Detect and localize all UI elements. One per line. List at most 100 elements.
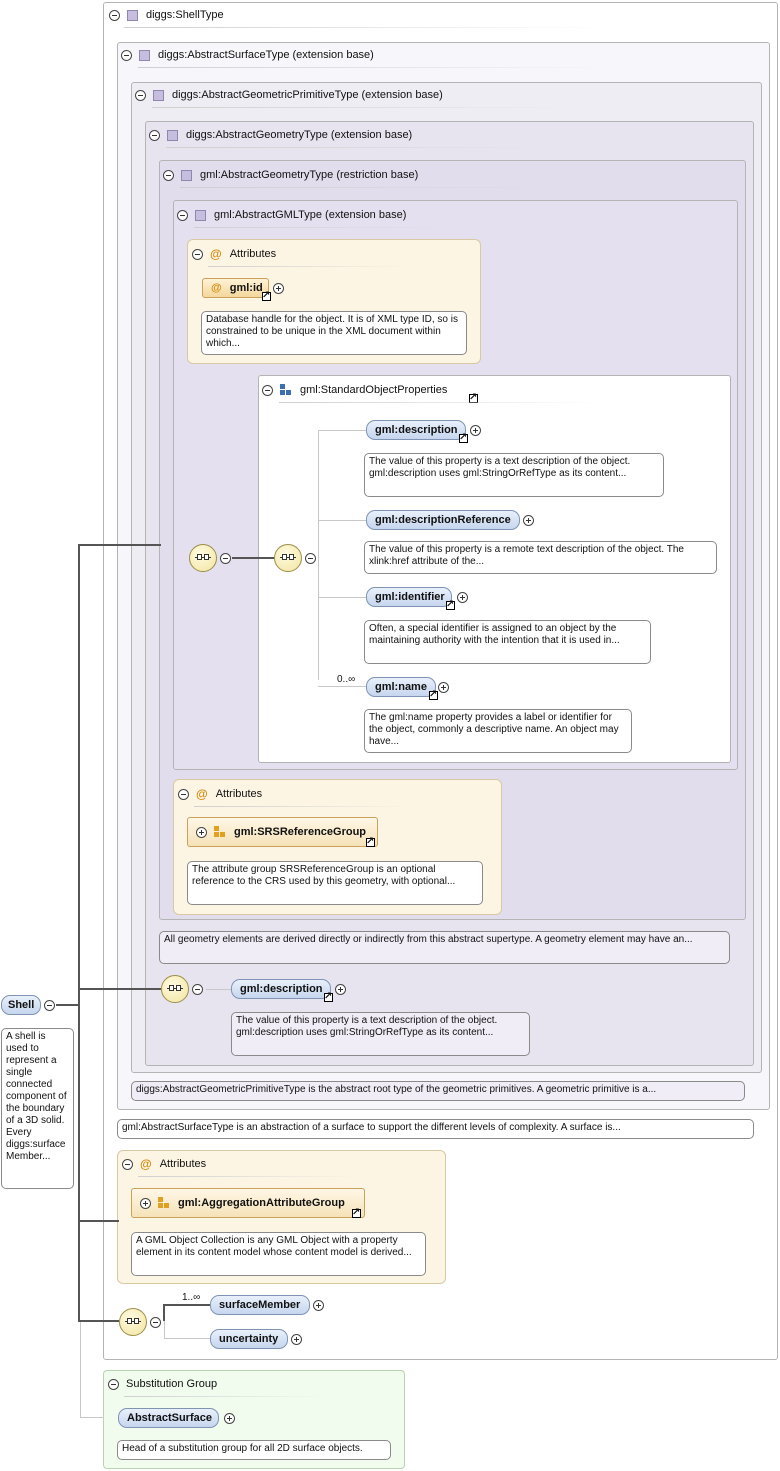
attribute-icon: @ (211, 282, 222, 294)
collapse-icon[interactable] (44, 1000, 55, 1011)
substitution-group-header[interactable]: Substitution Group (108, 1376, 217, 1392)
gml-description-reference-element[interactable]: gml:descriptionReference (366, 510, 520, 530)
attributes-label: Attributes (229, 248, 277, 260)
shell-type-title: diggs:ShellType (146, 9, 224, 21)
diggs-gml-description-doc: The value of this property is a text des… (231, 1012, 530, 1056)
diggs-abstract-geometry-header[interactable]: diggs:AbstractGeometryType (extension ba… (149, 127, 412, 143)
attributes-header[interactable]: @ Attributes (192, 246, 276, 262)
attributes-header[interactable]: @ Attributes (178, 786, 262, 802)
gml-description-doc: The value of this property is a text des… (364, 453, 664, 497)
gml-id-attribute[interactable]: @ gml:id (202, 278, 269, 298)
abstract-surface-element[interactable]: AbstractSurface (118, 1408, 219, 1428)
collapse-icon[interactable] (192, 248, 203, 260)
complex-type-icon (153, 89, 164, 101)
reference-link-icon[interactable] (324, 990, 333, 1004)
complex-type-icon (139, 49, 150, 61)
abstract-surface-element-doc: Head of a substitution group for all 2D … (117, 1440, 391, 1460)
complex-type-icon (195, 209, 206, 221)
standard-object-properties-title: gml:StandardObjectProperties (300, 384, 448, 396)
expand-icon[interactable] (523, 515, 534, 526)
collapse-icon[interactable] (135, 89, 146, 101)
gml-identifier-element[interactable]: gml:identifier (366, 587, 452, 607)
aggregation-attribute-group-doc: A GML Object Collection is any GML Objec… (131, 1232, 426, 1276)
shell-type-header[interactable]: diggs:ShellType (109, 7, 224, 23)
abstract-geometric-primitive-header[interactable]: diggs:AbstractGeometricPrimitiveType (ex… (135, 87, 443, 103)
srs-reference-group[interactable]: gml:SRSReferenceGroup (187, 817, 378, 847)
expand-icon[interactable] (335, 984, 346, 995)
collapse-icon[interactable] (220, 553, 231, 564)
collapse-icon[interactable] (262, 384, 273, 396)
expand-icon[interactable] (438, 682, 449, 693)
gml-id-doc: Database handle for the object. It is of… (201, 311, 467, 355)
reference-link-icon[interactable] (262, 289, 271, 303)
attributes-label: Attributes (215, 788, 263, 800)
gml-abstract-gml-title: gml:AbstractGMLType (extension base) (214, 209, 407, 221)
gml-description-element[interactable]: gml:description (366, 420, 466, 440)
sequence-compositor[interactable] (119, 1308, 147, 1336)
complex-type-icon (181, 169, 192, 181)
expand-icon[interactable] (140, 1197, 151, 1209)
collapse-icon[interactable] (108, 1378, 119, 1390)
abstract-surface-title: diggs:AbstractSurfaceType (extension bas… (158, 49, 374, 61)
reference-link-icon[interactable] (446, 598, 455, 612)
sequence-icon (125, 1317, 141, 1327)
reference-link-icon[interactable] (352, 1206, 361, 1220)
collapse-icon[interactable] (121, 49, 132, 61)
expand-icon[interactable] (313, 1300, 324, 1311)
reference-link-icon[interactable] (459, 431, 468, 445)
sequence-compositor[interactable] (161, 975, 189, 1003)
standard-object-properties-header[interactable]: gml:StandardObjectProperties (262, 382, 447, 398)
gml-description-reference-doc: The value of this property is a remote t… (364, 541, 717, 574)
diggs-abstract-geometry-title: diggs:AbstractGeometryType (extension ba… (186, 129, 413, 141)
collapse-icon[interactable] (192, 984, 203, 995)
reference-link-icon[interactable] (429, 688, 438, 702)
srs-reference-group-label: gml:SRSReferenceGroup (234, 826, 367, 838)
surface-member-occurrence: 1..∞ (182, 1292, 201, 1303)
attributes-header[interactable]: @ Attributes (122, 1156, 206, 1172)
collapse-icon[interactable] (122, 1158, 133, 1170)
collapse-icon[interactable] (163, 169, 174, 181)
uncertainty-element[interactable]: uncertainty (210, 1329, 288, 1349)
gml-abstract-geometry-title: gml:AbstractGeometryType (restriction ba… (200, 169, 419, 181)
collapse-icon[interactable] (305, 553, 316, 564)
sequence-compositor[interactable] (189, 544, 217, 572)
gml-name-element[interactable]: gml:name (366, 677, 436, 697)
diggs-gml-description-element[interactable]: gml:description (231, 979, 331, 999)
shell-element[interactable]: Shell (1, 995, 41, 1015)
complex-type-icon (167, 129, 178, 141)
gml-name-occurrence: 0..∞ (337, 674, 356, 685)
abstract-surface-doc: gml:AbstractSurfaceType is an abstractio… (117, 1119, 754, 1139)
expand-icon[interactable] (457, 592, 468, 603)
gml-name-doc: The gml:name property provides a label o… (364, 709, 632, 753)
expand-icon[interactable] (196, 826, 207, 838)
gml-abstract-gml-header[interactable]: gml:AbstractGMLType (extension base) (177, 207, 406, 223)
collapse-icon[interactable] (177, 209, 188, 221)
collapse-icon[interactable] (109, 9, 120, 21)
surface-member-element[interactable]: surfaceMember (210, 1295, 310, 1315)
attribute-group-icon (214, 826, 226, 838)
attributes-label: Attributes (159, 1158, 207, 1170)
sequence-icon (167, 984, 183, 994)
collapse-icon[interactable] (149, 129, 160, 141)
complex-type-icon (127, 9, 138, 21)
abstract-geometric-primitive-doc: diggs:AbstractGeometricPrimitiveType is … (131, 1081, 745, 1101)
sequence-icon (280, 553, 296, 563)
expand-icon[interactable] (224, 1413, 235, 1424)
aggregation-attribute-group[interactable]: gml:AggregationAttributeGroup (131, 1188, 365, 1218)
shell-doc: A shell is used to represent a single co… (1, 1028, 74, 1189)
abstract-surface-header[interactable]: diggs:AbstractSurfaceType (extension bas… (121, 47, 374, 63)
attribute-group-icon (158, 1197, 170, 1209)
substitution-group-title: Substitution Group (126, 1378, 218, 1390)
expand-icon[interactable] (470, 425, 481, 436)
expand-icon[interactable] (273, 283, 284, 294)
expand-icon[interactable] (291, 1334, 302, 1345)
reference-link-icon[interactable] (366, 835, 375, 849)
model-group-icon (280, 384, 292, 396)
sequence-compositor[interactable] (274, 544, 302, 572)
gml-abstract-geometry-header[interactable]: gml:AbstractGeometryType (restriction ba… (163, 167, 418, 183)
attribute-icon: @ (210, 247, 222, 261)
collapse-icon[interactable] (150, 1317, 161, 1328)
collapse-icon[interactable] (178, 788, 189, 800)
aggregation-attribute-group-label: gml:AggregationAttributeGroup (178, 1197, 345, 1209)
attribute-icon: @ (196, 787, 208, 801)
